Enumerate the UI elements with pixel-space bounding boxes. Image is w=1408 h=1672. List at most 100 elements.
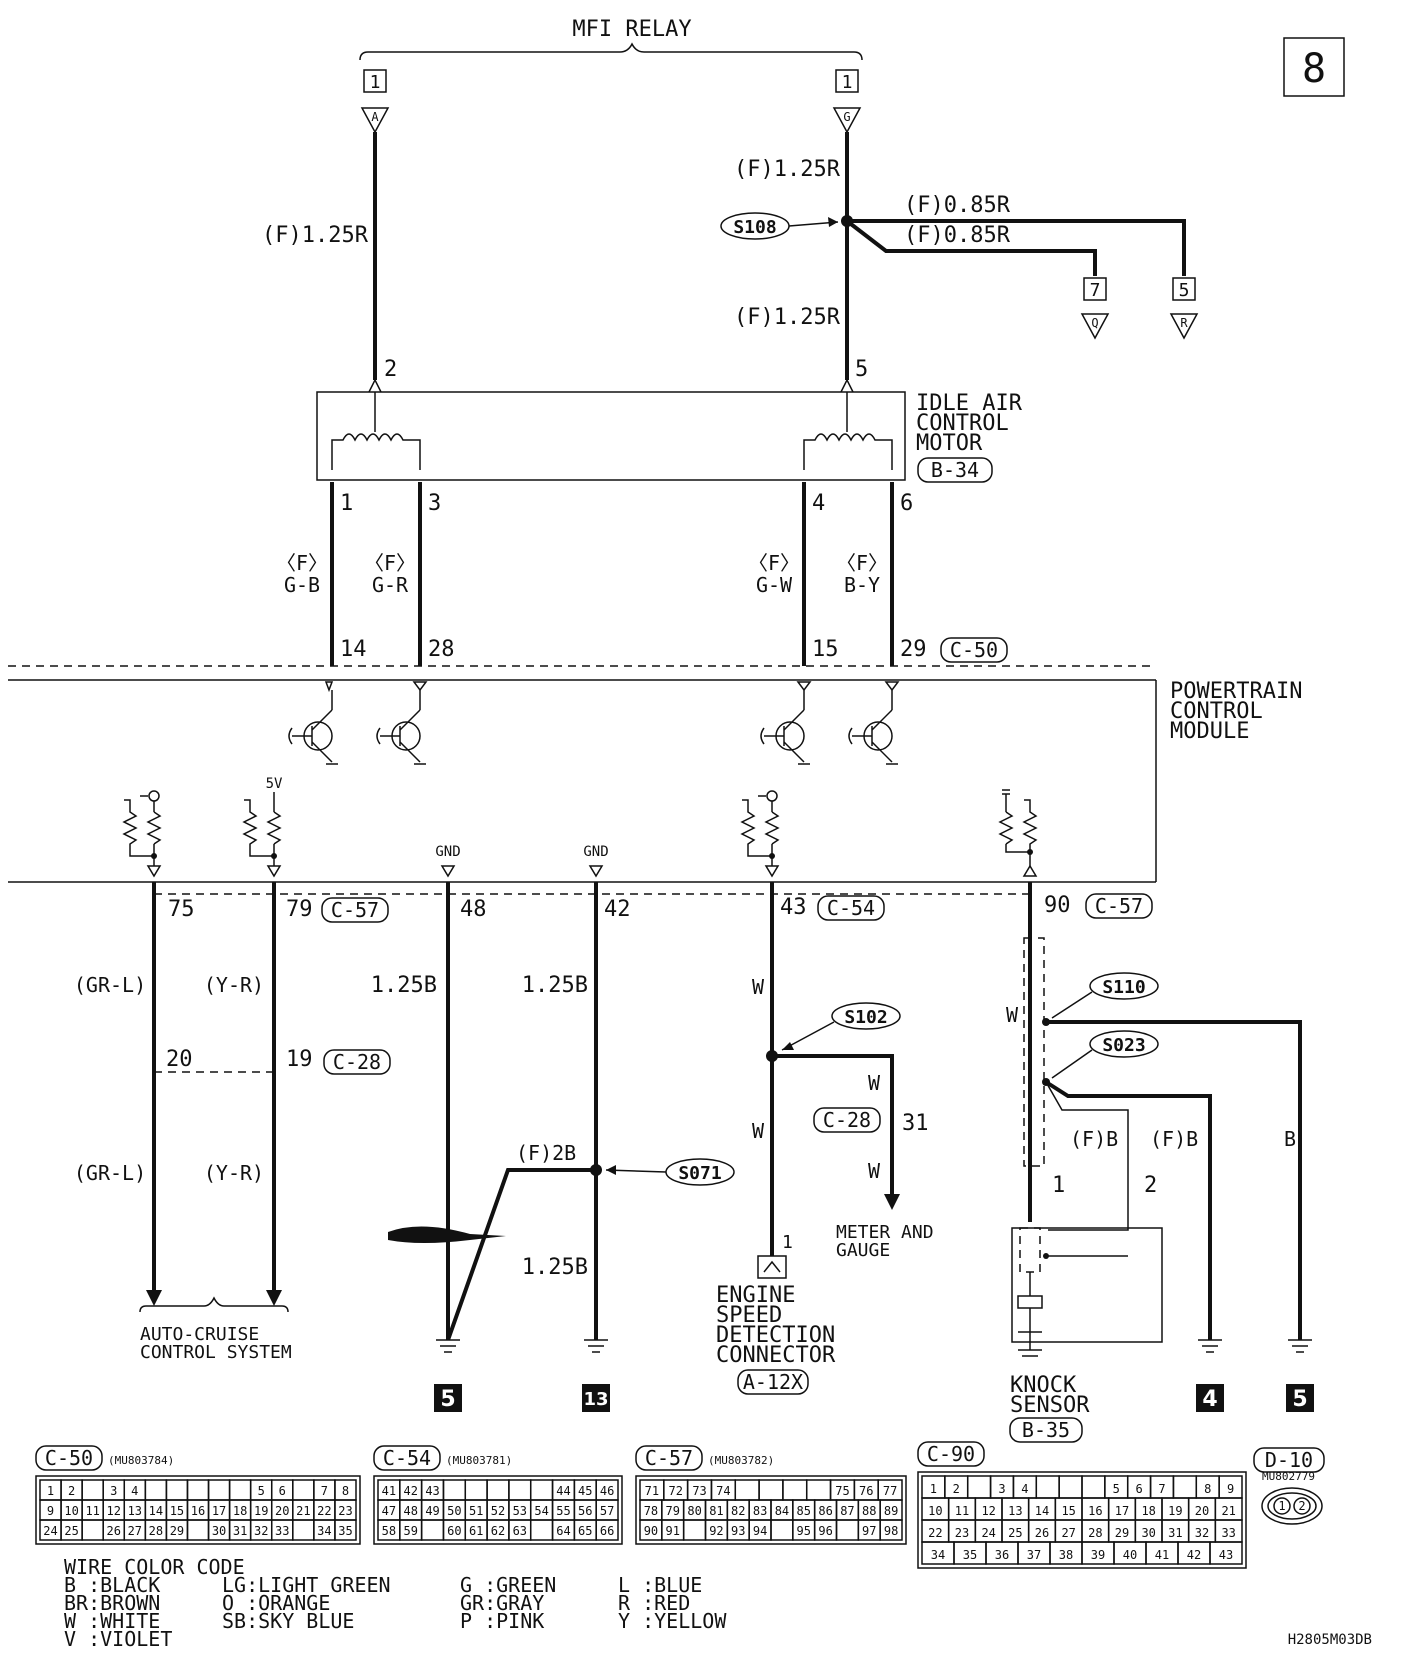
color-b: B :BLACK [64,1573,160,1597]
conn-pin: 24 [981,1526,995,1540]
relay-pin-left-letter: A [371,110,379,124]
conn-pin: 39 [1091,1548,1105,1562]
conn-cell [486,1479,510,1501]
conn-pin: 13 [128,1504,142,1518]
arrow-meter [884,1194,900,1210]
conn-cell [1081,1475,1106,1499]
c28-pin-31: 31 [902,1111,929,1136]
conn-cell [734,1479,760,1501]
conn-pin: 45 [578,1484,592,1498]
page-number: 8 [1302,46,1326,92]
pcm-pin-29: 29 [900,637,927,662]
iac-pin-2: 2 [384,357,397,382]
splice-s023-label: S023 [1102,1035,1145,1056]
d10-pin: 1 [1278,1499,1285,1513]
conn-cell [228,1479,252,1501]
conn-pin: 66 [600,1524,614,1538]
wire-gb-label: G-B [284,573,320,597]
c57-tag: C-57 [331,898,379,922]
wire-label-right-upper: (F)1.25R [734,157,841,182]
conn-pin: 87 [840,1504,854,1518]
doc-code: H2805M03DB [1288,1632,1372,1648]
conn-pin: 6 [279,1484,286,1498]
c57b-tag: C-57 [1095,894,1143,918]
conn-cell [529,1519,554,1541]
conn-pin: 33 [275,1524,289,1538]
conn-pin: 17 [212,1504,226,1518]
relay-bracket [359,42,863,61]
conn-pin: 21 [296,1504,310,1518]
gnd2-label: GND [583,844,608,860]
wire-label-left: (F)1.25R [262,223,369,248]
conn-pin: 40 [1123,1548,1137,1562]
branch-r-num: 5 [1179,280,1190,301]
color-o: O :ORANGE [222,1591,330,1615]
conn-pin: 11 [85,1504,99,1518]
conn-pin: 46 [600,1484,614,1498]
s110-pointer [1051,991,1093,1019]
s108-arrow [828,217,838,227]
c50-tag: C-50 [950,638,998,662]
iac-title-1: IDLE AIR [916,391,1023,416]
color-y: Y :YELLOW [618,1609,727,1633]
conn-pin: 54 [534,1504,548,1518]
color-w: W :WHITE [64,1609,160,1633]
engine-speed-pin: 1 [782,1232,793,1253]
iac-left-coil [331,433,421,470]
color-code-title: WIRE COLOR CODE [64,1555,245,1579]
s071-arrow [606,1165,616,1175]
conn-pin: 86 [818,1504,832,1518]
conn-pin: 28 [1088,1526,1102,1540]
conn-pin: 24 [43,1524,57,1538]
conn-pin: 43 [425,1484,439,1498]
iac-pin-1: 1 [340,491,353,516]
wire-branch-r [847,219,1186,276]
knock-title-1: KNOCK [1010,1373,1077,1398]
relay-pin-left-num: 1 [370,72,381,93]
conn-pin: 1 [930,1482,937,1496]
knock-element [1017,1295,1043,1309]
conn-pin: 37 [1027,1548,1041,1562]
conn-pin: 93 [731,1524,745,1538]
transistor-2 [376,681,428,765]
conn-pin: 56 [578,1504,592,1518]
conn-cell [1172,1475,1198,1499]
c54-tag-box [817,895,885,921]
b35-tag: B-35 [1022,1418,1070,1442]
conn-pin: 7 [321,1484,328,1498]
conn-pin: 90 [644,1524,658,1538]
gnd-48: GND [435,844,461,878]
s102-arrow [782,1042,794,1050]
conn-pin: 41 [1155,1548,1169,1562]
arrow-grl [146,1290,162,1306]
ground-symbol-48 [436,1339,460,1353]
c57-tag-box [321,897,389,923]
input-network-75 [122,790,162,878]
engine-speed-1: ENGINE [716,1283,795,1308]
input-network-90 [998,789,1038,877]
conn-pin: 1 [47,1484,54,1498]
conn-outer [635,1475,907,1545]
splice-s102-label: S102 [844,1007,887,1028]
engine-speed-connector-mark [763,1260,781,1273]
conn-pin: 92 [709,1524,723,1538]
conn-pin: 36 [995,1548,1009,1562]
label-grl2: (GR-L) [74,1161,146,1185]
conn-pin: 98 [884,1524,898,1538]
relay-pin-right-letter: G [843,110,850,124]
conn-pin: 53 [513,1504,527,1518]
shield-box [1023,937,1045,1167]
branch2-label: (F)0.85R [904,223,1011,248]
conn-pin: 31 [1168,1526,1182,1540]
wire-gw-label: G-W [756,573,793,597]
conn-pin: 22 [928,1526,942,1540]
color-v: V :VIOLET [64,1627,172,1651]
conn-pin: 64 [556,1524,570,1538]
c28b-tag-box [813,1107,881,1133]
gnd1-label: GND [435,844,460,860]
label-fb1: (F)B [1070,1127,1118,1151]
conn-cell [334,1519,357,1541]
conn-pin: 26 [107,1524,121,1538]
conn-cell [770,1519,794,1541]
c54-tag: C-54 [827,896,875,920]
